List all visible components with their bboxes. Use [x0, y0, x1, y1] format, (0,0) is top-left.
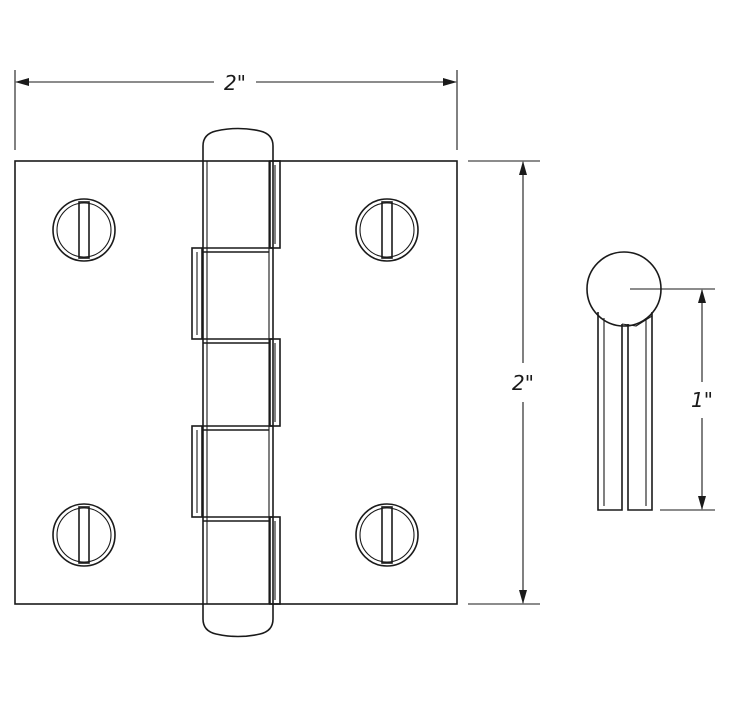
top-tip-cap	[202, 127, 274, 161]
side-leaf-right	[627, 312, 653, 511]
width-dimension: 2"	[14, 70, 458, 150]
height-label: 2"	[512, 371, 534, 395]
knuckle-right-bottom	[269, 516, 281, 605]
width-label: 2"	[224, 71, 246, 95]
screw-top-left	[52, 198, 116, 262]
screw-bottom-right	[355, 503, 419, 567]
hinge-knuckle-barrel	[191, 127, 281, 638]
bottom-tip-cap	[202, 604, 274, 638]
knuckle-label: 1"	[691, 388, 713, 412]
hinge-leaves	[14, 160, 458, 605]
knuckle-dimension: 1"	[630, 288, 715, 511]
knuckle-left-lower	[191, 425, 203, 518]
height-dimension: 2"	[468, 160, 540, 605]
knuckle-left-upper	[191, 247, 203, 340]
screw-top-right	[355, 198, 419, 262]
knuckle-right-top	[269, 160, 281, 249]
hinge-side-view	[586, 251, 662, 511]
side-leaf-left	[597, 312, 623, 511]
screw-bottom-left	[52, 503, 116, 567]
knuckle-right-middle	[269, 338, 281, 427]
